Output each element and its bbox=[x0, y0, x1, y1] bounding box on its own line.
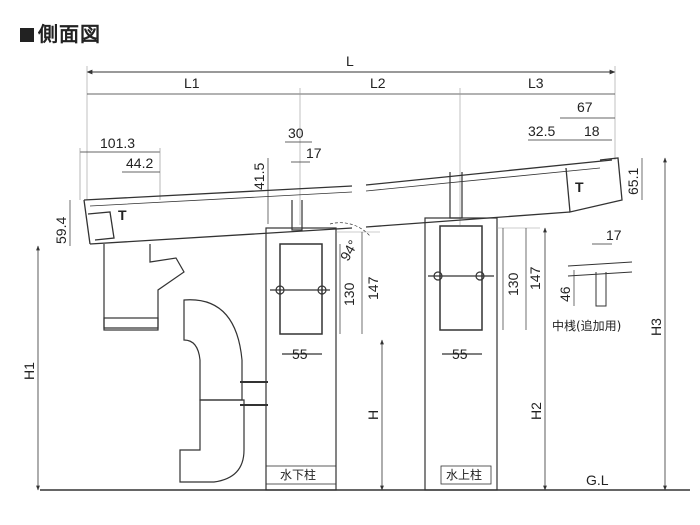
svg-text:147: 147 bbox=[527, 266, 543, 290]
svg-text:130: 130 bbox=[505, 272, 521, 296]
svg-text:L: L bbox=[346, 53, 354, 69]
ground-label: G.L bbox=[586, 472, 609, 488]
svg-text:94°: 94° bbox=[337, 237, 361, 263]
svg-text:147: 147 bbox=[365, 276, 381, 300]
svg-text:59.4: 59.4 bbox=[53, 217, 69, 244]
dim-L3-label: L3 bbox=[528, 75, 544, 91]
svg-text:44.2: 44.2 bbox=[126, 155, 153, 171]
dim-left-top: 101.3 44.2 bbox=[79, 135, 161, 200]
svg-text:46: 46 bbox=[557, 286, 573, 302]
svg-text:41.5: 41.5 bbox=[251, 163, 267, 190]
upper-post-label: 水上柱 bbox=[446, 467, 482, 482]
dim-L2-label: L2 bbox=[370, 75, 386, 91]
svg-text:101.3: 101.3 bbox=[100, 135, 135, 151]
svg-text:65.1: 65.1 bbox=[625, 168, 641, 195]
svg-text:17: 17 bbox=[606, 227, 622, 243]
svg-text:H3: H3 bbox=[648, 318, 664, 336]
dim-59-4: 59.4 bbox=[53, 200, 71, 246]
svg-text:130: 130 bbox=[341, 282, 357, 306]
svg-text:55: 55 bbox=[292, 346, 308, 362]
gutter-t-mark-left: T bbox=[118, 207, 127, 223]
dim-L1-L2-L3: L1 L2 L3 bbox=[87, 75, 615, 225]
middle-rail: 17 46 中桟(追加用) bbox=[552, 227, 633, 333]
svg-text:67: 67 bbox=[577, 99, 593, 115]
lower-post-label: 水下柱 bbox=[280, 467, 316, 482]
svg-text:17: 17 bbox=[306, 145, 322, 161]
svg-text:18: 18 bbox=[584, 123, 600, 139]
title-square-icon bbox=[20, 28, 34, 42]
dim-L1-label: L1 bbox=[184, 75, 200, 91]
svg-text:H1: H1 bbox=[21, 362, 37, 380]
svg-text:H2: H2 bbox=[528, 402, 544, 420]
dim-L: L bbox=[86, 53, 616, 200]
downpipe bbox=[103, 244, 268, 483]
middle-rail-label: 中桟(追加用) bbox=[552, 318, 621, 333]
gutter-beam: T T bbox=[83, 157, 623, 245]
svg-text:H: H bbox=[365, 410, 381, 420]
page-title: 側面図 bbox=[20, 18, 101, 47]
gutter-t-mark-right: T bbox=[575, 179, 584, 195]
upper-post: 55 130 147 水上柱 bbox=[424, 172, 543, 491]
dim-right-top: 67 32.5 18 65.1 bbox=[528, 99, 643, 200]
title-text: 側面図 bbox=[38, 22, 101, 46]
svg-text:55: 55 bbox=[452, 346, 468, 362]
svg-text:32.5: 32.5 bbox=[528, 123, 555, 139]
lower-post: 55 130 147 水下柱 bbox=[265, 200, 381, 491]
svg-text:30: 30 bbox=[288, 125, 304, 141]
dim-heights: H1 H H2 H3 bbox=[21, 157, 667, 491]
